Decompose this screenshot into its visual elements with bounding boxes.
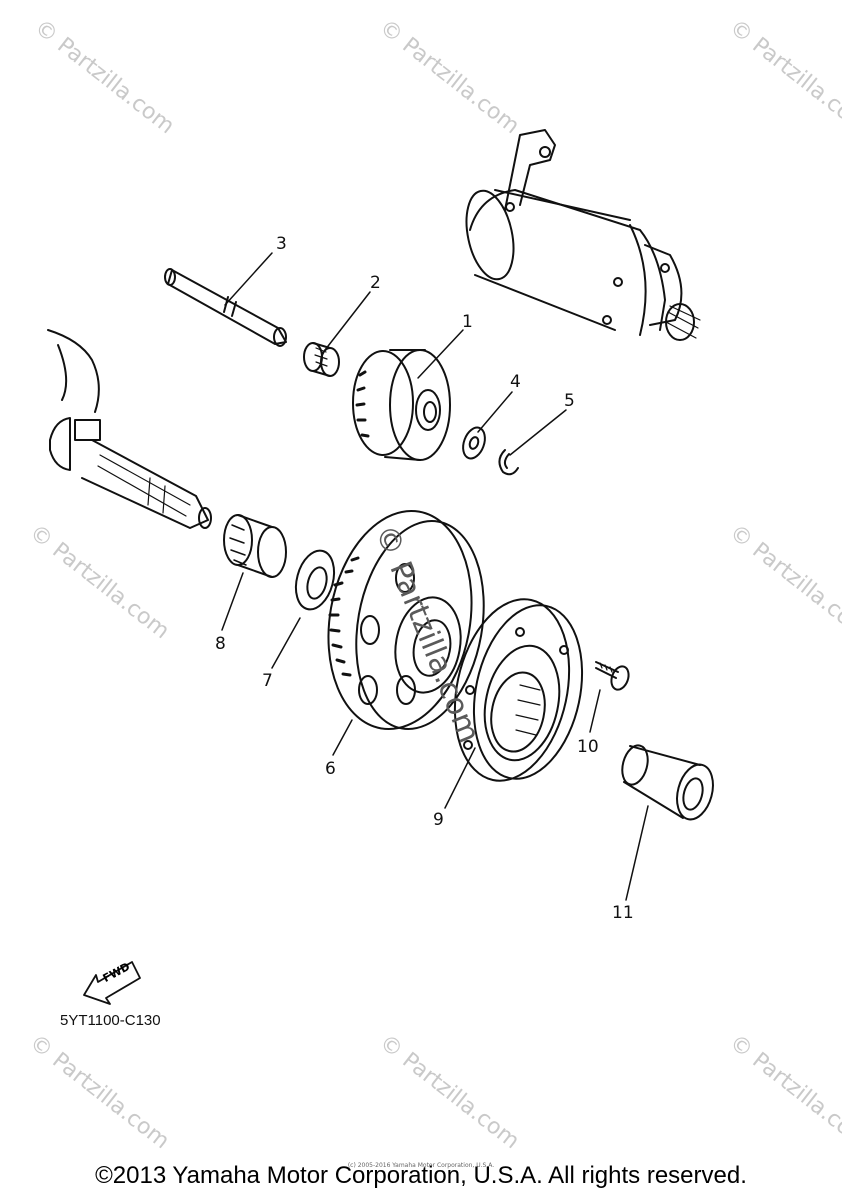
washer [462, 426, 486, 460]
collar [621, 744, 714, 821]
callout-3: 3 [276, 234, 287, 254]
callout-11: 11 [612, 903, 634, 923]
callout-9: 9 [433, 810, 444, 830]
callout-10: 10 [577, 737, 599, 757]
callout-6: 6 [325, 759, 336, 779]
fwd-arrow [83, 961, 141, 1005]
bolt [595, 661, 630, 691]
crankshaft [47, 329, 212, 529]
circlip [498, 449, 519, 476]
callout-4: 4 [510, 372, 521, 392]
callout-8: 8 [215, 634, 226, 654]
small-copyright: (c) 2005-2016 Yamaha Motor Corporation, … [347, 1162, 495, 1169]
leader-lines [221, 252, 649, 901]
callout-2: 2 [370, 273, 381, 293]
callout-5: 5 [564, 391, 575, 411]
starter-motor [465, 129, 701, 341]
diagram-code: 5YT1100-C130 [60, 1012, 161, 1029]
thrust-washer [294, 549, 336, 611]
small-needle-bearing [303, 342, 340, 377]
starter-wheel-gear [327, 509, 485, 731]
copyright-footer: ©2013 Yamaha Motor Corporation, U.S.A. A… [95, 1162, 747, 1189]
callout-1: 1 [462, 312, 473, 332]
idler-shaft [164, 268, 287, 347]
callout-7: 7 [262, 671, 273, 691]
idler-gear [352, 349, 451, 461]
starter-clutch [453, 598, 584, 782]
large-needle-bearing [223, 514, 287, 578]
